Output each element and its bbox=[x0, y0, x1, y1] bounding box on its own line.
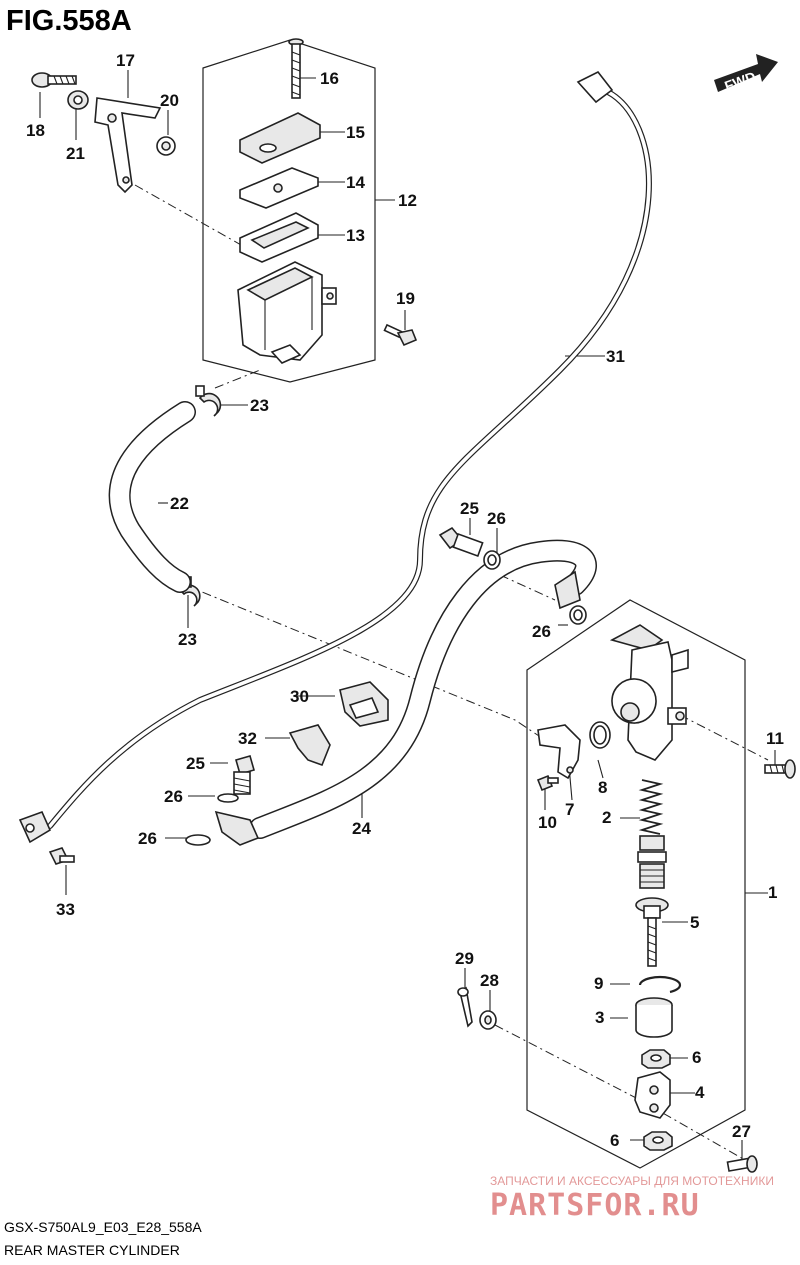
callout-14: 14 bbox=[346, 173, 365, 192]
callout-26-d: 26 bbox=[138, 829, 157, 848]
part-33-bolt bbox=[48, 847, 75, 865]
part-25-union-bolt-upper bbox=[438, 526, 484, 558]
callout-6-upper: 6 bbox=[692, 1048, 701, 1067]
callout-6-lower: 6 bbox=[610, 1131, 619, 1150]
part-32-hose-clamp bbox=[288, 724, 331, 767]
callout-26-b: 26 bbox=[532, 622, 551, 641]
callout-24: 24 bbox=[352, 819, 371, 838]
callout-29: 29 bbox=[455, 949, 474, 968]
callout-27: 27 bbox=[732, 1122, 751, 1141]
callout-8: 8 bbox=[598, 778, 607, 797]
figure-title: FIG.558A bbox=[6, 5, 132, 37]
callout-12: 12 bbox=[398, 191, 417, 210]
part-27-clevis-pin bbox=[726, 1155, 758, 1173]
part-8-o-ring bbox=[589, 721, 611, 749]
callout-labels: 1 2 3 4 5 6 6 7 8 9 10 11 12 13 14 15 16… bbox=[26, 51, 784, 1150]
leader-lines bbox=[39, 55, 776, 1160]
callout-13: 13 bbox=[346, 226, 365, 245]
watermark-tagline: ЗАПЧАСТИ И АКСЕССУАРЫ ДЛЯ МОТОТЕХНИКИ bbox=[490, 1174, 774, 1188]
part-30-hose-clamp bbox=[339, 681, 389, 727]
part-17-bracket bbox=[94, 97, 162, 194]
watermark-logo: PARTSFOR.RU bbox=[490, 1188, 700, 1223]
part-23-hose-clamp-upper bbox=[195, 385, 222, 417]
part-4-clevis bbox=[634, 1071, 671, 1119]
callout-19: 19 bbox=[396, 289, 415, 308]
callout-25-lower: 25 bbox=[186, 754, 205, 773]
part-7-hose-joint bbox=[537, 724, 581, 780]
callout-23-lower: 23 bbox=[178, 630, 197, 649]
callout-1: 1 bbox=[768, 883, 777, 902]
callout-16: 16 bbox=[320, 69, 339, 88]
callout-5: 5 bbox=[690, 913, 699, 932]
callout-30: 30 bbox=[290, 687, 309, 706]
part-6-nut-upper bbox=[641, 1049, 671, 1069]
part-3-boot bbox=[635, 997, 673, 1038]
assembly-lines bbox=[134, 184, 769, 1161]
callout-4: 4 bbox=[695, 1083, 705, 1102]
callout-25-upper: 25 bbox=[460, 499, 479, 518]
callout-7: 7 bbox=[565, 800, 574, 819]
part-26-gasket-c bbox=[217, 793, 239, 803]
part-25-union-bolt-lower bbox=[233, 755, 255, 795]
part-13-diaphragm bbox=[239, 212, 319, 263]
callout-26-a: 26 bbox=[487, 509, 506, 528]
callout-20: 20 bbox=[160, 91, 179, 110]
forward-direction-arrow: FWD bbox=[714, 54, 778, 94]
part-26-gasket-a bbox=[483, 550, 501, 570]
callout-17: 17 bbox=[116, 51, 135, 70]
callout-21: 21 bbox=[66, 144, 85, 163]
callout-3: 3 bbox=[595, 1008, 604, 1027]
callout-11: 11 bbox=[766, 729, 784, 748]
callout-18: 18 bbox=[26, 121, 45, 140]
part-20-collar bbox=[156, 136, 176, 156]
part-16-screw bbox=[288, 38, 304, 99]
callout-32: 32 bbox=[238, 729, 257, 748]
callout-22: 22 bbox=[170, 494, 189, 513]
part-28-washer bbox=[479, 1010, 497, 1030]
part-19-bolt bbox=[383, 323, 418, 347]
part-reservoir-body bbox=[237, 261, 337, 364]
part-18-bolt bbox=[31, 72, 77, 88]
part-15-reservoir-cap bbox=[239, 112, 321, 164]
master-cylinder-body bbox=[609, 624, 689, 761]
part-26-gasket-b bbox=[569, 605, 587, 625]
part-11-bolt bbox=[764, 759, 796, 779]
part-31-brake-switch-cable bbox=[18, 70, 652, 844]
callout-10: 10 bbox=[538, 813, 557, 832]
master-cylinder-group-box bbox=[526, 599, 746, 1169]
part-26-gasket-d bbox=[185, 834, 211, 846]
footer-code: GSX-S750AL9_E03_E28_558A bbox=[4, 1219, 202, 1235]
part-9-circlip bbox=[638, 975, 682, 994]
callout-23-upper: 23 bbox=[250, 396, 269, 415]
part-21-grommet bbox=[67, 90, 89, 110]
callout-33: 33 bbox=[56, 900, 75, 919]
part-24-brake-hose bbox=[214, 539, 597, 846]
part-22-reservoir-hose bbox=[108, 401, 196, 593]
part-5-push-rod bbox=[635, 897, 669, 967]
callout-9: 9 bbox=[594, 974, 603, 993]
callout-31: 31 bbox=[606, 347, 625, 366]
footer-name: REAR MASTER CYLINDER bbox=[4, 1242, 180, 1258]
part-10-screw bbox=[536, 774, 559, 792]
part-piston-cup-set bbox=[637, 835, 667, 889]
part-14-plate bbox=[239, 167, 319, 209]
part-2-spring bbox=[638, 779, 664, 835]
part-29-cotter-pin bbox=[457, 986, 473, 1028]
callout-2: 2 bbox=[602, 808, 611, 827]
callout-26-c: 26 bbox=[164, 787, 183, 806]
fwd-label: FWD bbox=[722, 68, 757, 94]
callout-15: 15 bbox=[346, 123, 365, 142]
callout-28: 28 bbox=[480, 971, 499, 990]
part-6-nut-lower bbox=[643, 1131, 673, 1151]
